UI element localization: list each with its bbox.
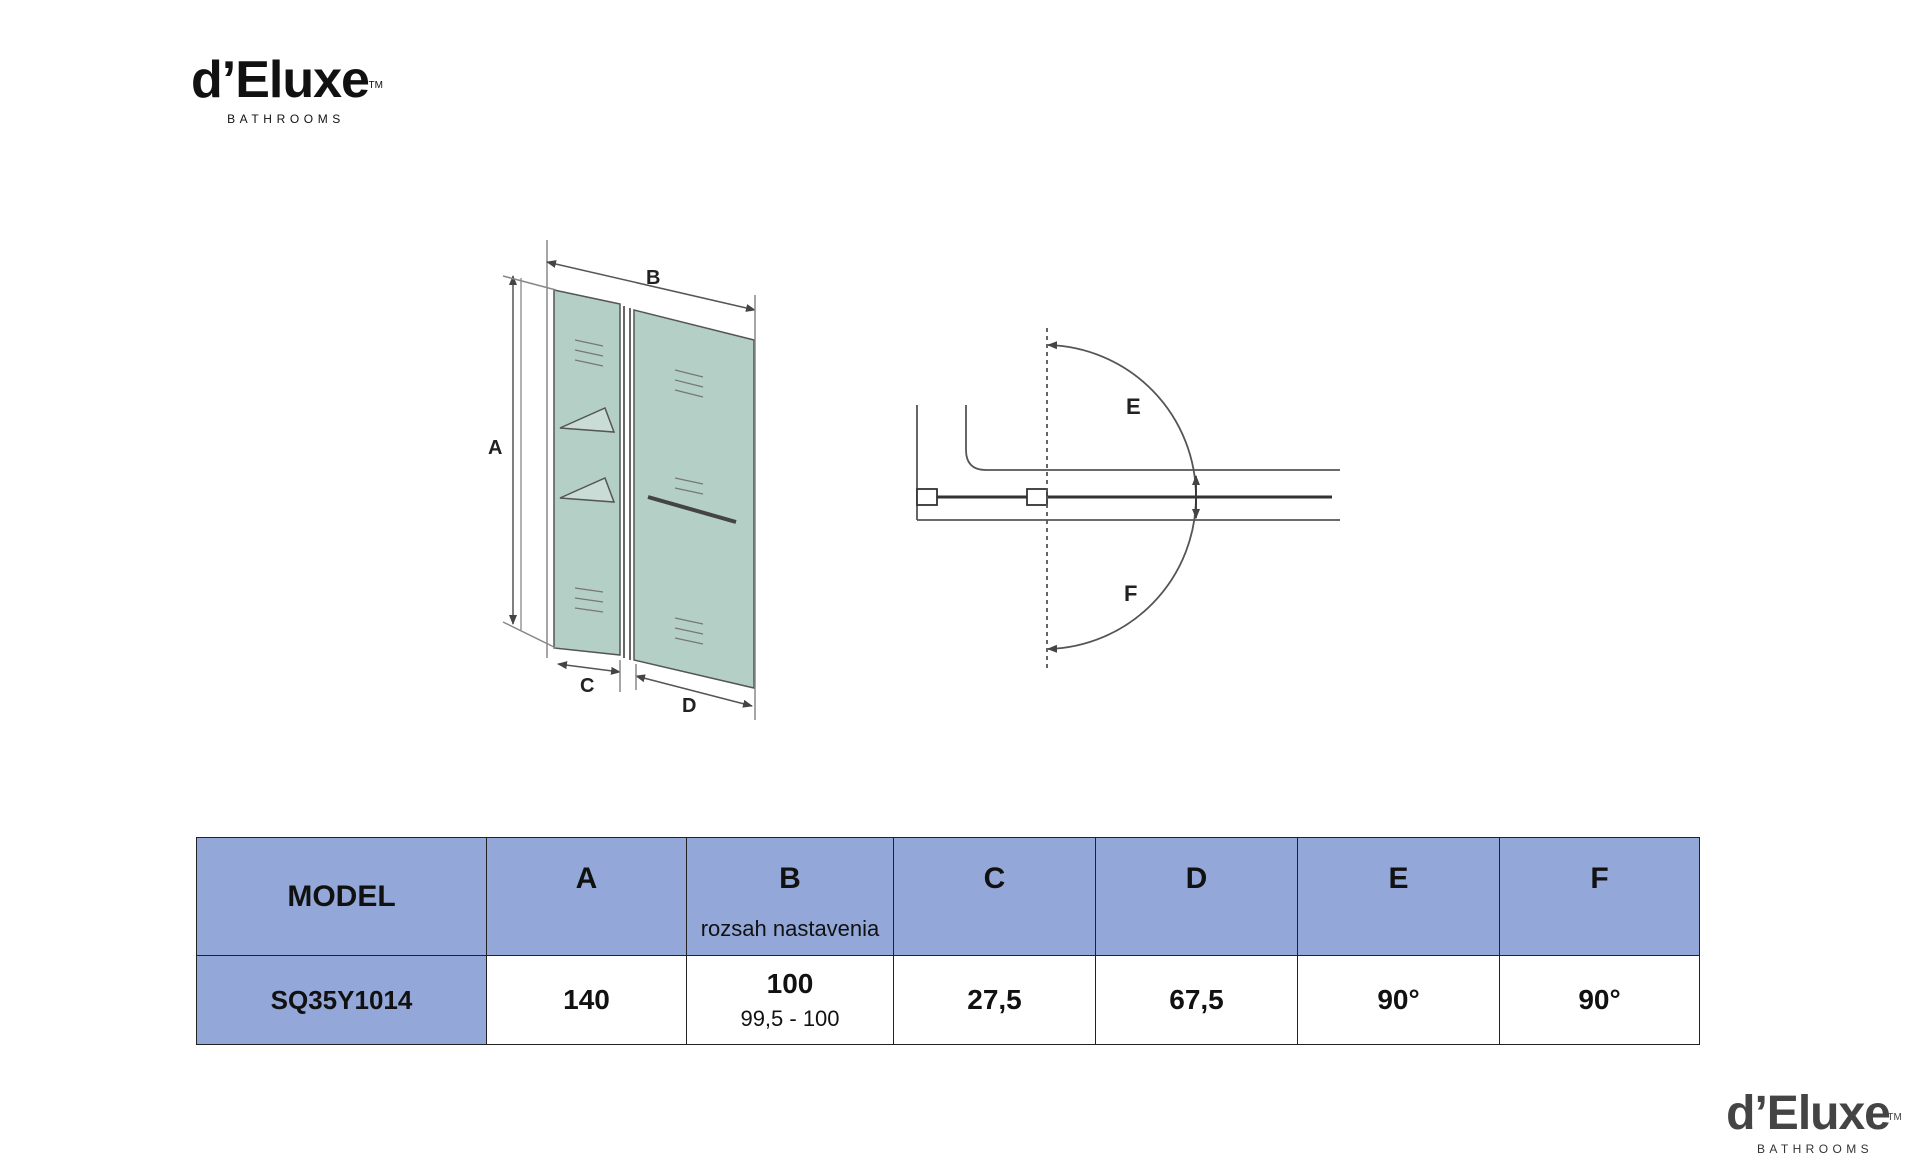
swing-plan-drawing: [916, 328, 1340, 668]
cell-b-range: 99,5 - 100: [740, 1006, 840, 1031]
cell-e: 90°: [1297, 955, 1500, 1045]
table-row: SQ35Y1014 140 100 99,5 - 100 27,5 67,5 9…: [196, 955, 1700, 1045]
brand-name: d’Eluxe: [191, 51, 370, 109]
angle-label-e: E: [1126, 394, 1141, 419]
header-c: C: [893, 837, 1096, 956]
header-e: E: [1297, 837, 1500, 956]
cell-model: SQ35Y1014: [196, 955, 487, 1045]
dimension-label-d: D: [682, 695, 696, 717]
angle-label-f: F: [1124, 581, 1137, 606]
header-b-note: rozsah nastavenia: [700, 916, 880, 941]
header-model: MODEL: [196, 837, 487, 956]
header-f: F: [1499, 837, 1700, 956]
brand-tagline: BATHROOMS: [1756, 1142, 1874, 1156]
cell-c: 27,5: [893, 955, 1096, 1045]
screen-perspective-drawing: [502, 240, 756, 720]
header-d: D: [1095, 837, 1298, 956]
cell-b-value: 100: [766, 968, 814, 999]
brand-tagline: BATHROOMS: [227, 112, 345, 126]
dimension-label-c: C: [580, 675, 594, 697]
cell-f: 90°: [1499, 955, 1700, 1045]
trademark-mark: TM: [368, 80, 383, 91]
header-a: A: [486, 837, 687, 956]
swinging-glass-panel: [633, 309, 755, 689]
brand-name: d’Eluxe: [1726, 1087, 1891, 1140]
cell-d: 67,5: [1095, 955, 1298, 1045]
dimension-label-b: B: [646, 267, 660, 289]
cell-b: 100 99,5 - 100: [686, 955, 894, 1045]
trademark-mark: TM: [1887, 1112, 1902, 1123]
dimension-label-a: A: [488, 437, 502, 459]
cell-a: 140: [486, 955, 687, 1045]
